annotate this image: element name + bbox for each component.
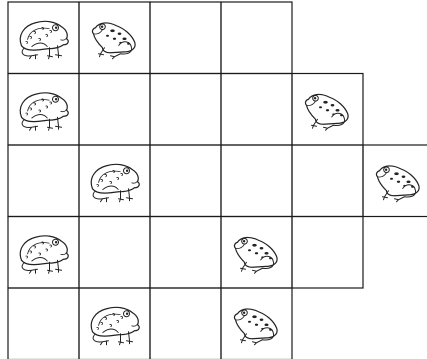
grid-cell-r5-c3 [150, 288, 221, 359]
grid-cell-r4-c2 [79, 217, 150, 289]
grid-cell-r1-c4 [221, 2, 292, 74]
grid-cell-r3-c4 [221, 145, 292, 217]
sitting-frog-icon [20, 21, 68, 58]
grid-cell-r2-c2 [79, 74, 150, 146]
grid-cell-r2-c4 [221, 74, 292, 146]
grid-cell-r4-c5 [292, 217, 363, 289]
sitting-frog-icon [91, 164, 139, 201]
sitting-frog-icon [20, 236, 68, 273]
leaping-frog-icon [92, 23, 135, 59]
sitting-frog-icon [91, 307, 139, 344]
grid-cell-r3-c5 [292, 145, 363, 217]
sitting-frog-icon [20, 93, 68, 130]
leaping-frog-icon [305, 94, 348, 130]
grid-cell-r1-c3 [150, 2, 221, 74]
leaping-frog-icon [234, 309, 277, 345]
leaping-frog-icon [234, 237, 277, 273]
grid-cell-r3-c1 [8, 145, 79, 217]
grid-cell-r2-c3 [150, 74, 221, 146]
grid-cell-r3-c3 [150, 145, 221, 217]
leaping-frog-icon [376, 166, 419, 202]
grid-cell-r5-c1 [8, 288, 79, 359]
grid-cell-r4-c3 [150, 217, 221, 289]
